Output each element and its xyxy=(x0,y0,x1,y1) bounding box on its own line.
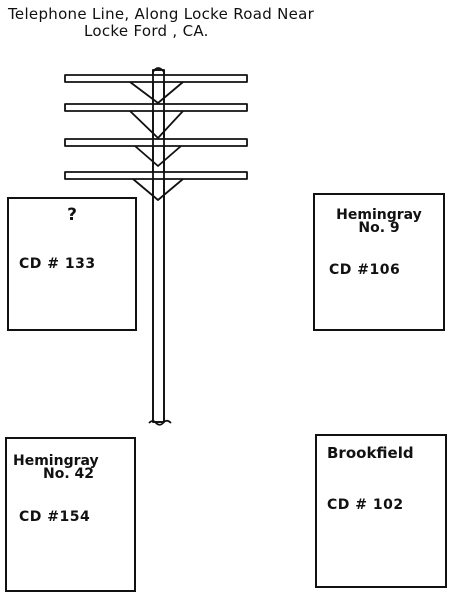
maker-model: No. 9 xyxy=(358,220,400,236)
brace-1 xyxy=(129,81,184,104)
maker-name: Hemingray xyxy=(13,453,99,469)
title-line-1: Telephone Line, Along Locke Road Near xyxy=(8,5,315,23)
maker-label: Hemingray No. 9 xyxy=(315,207,443,236)
insulator-box-cd106: Hemingray No. 9 CD #106 xyxy=(313,193,445,331)
brace-3 xyxy=(134,145,182,167)
cd-number-label: CD #154 xyxy=(19,509,91,525)
crossarm-4 xyxy=(64,171,248,180)
cd-number-label: CD # 102 xyxy=(327,497,404,513)
brace-4 xyxy=(132,178,184,201)
maker-model: No. 42 xyxy=(43,466,95,482)
maker-label: Brookfield xyxy=(327,444,414,462)
title-line-2: Locke Ford , CA. xyxy=(84,22,209,40)
insulator-box-cd154: Hemingray No. 42 CD #154 xyxy=(5,437,136,592)
diagram-title: Telephone Line, Along Locke Road Near Lo… xyxy=(8,6,453,40)
maker-label: ? xyxy=(67,205,77,225)
cd-number-label: CD # 133 xyxy=(19,256,96,272)
brace-2 xyxy=(129,110,184,139)
insulator-box-cd102: Brookfield CD # 102 xyxy=(315,434,447,588)
cd-number-label: CD #106 xyxy=(329,262,401,278)
insulator-box-cd133: ? CD # 133 xyxy=(7,197,137,331)
maker-label: Hemingray No. 42 xyxy=(13,453,99,482)
crossarm-2 xyxy=(64,103,248,112)
pole-shaft xyxy=(152,69,165,423)
crossarm-1 xyxy=(64,74,248,83)
maker-name: Hemingray xyxy=(336,207,422,223)
crossarm-3 xyxy=(64,138,248,147)
